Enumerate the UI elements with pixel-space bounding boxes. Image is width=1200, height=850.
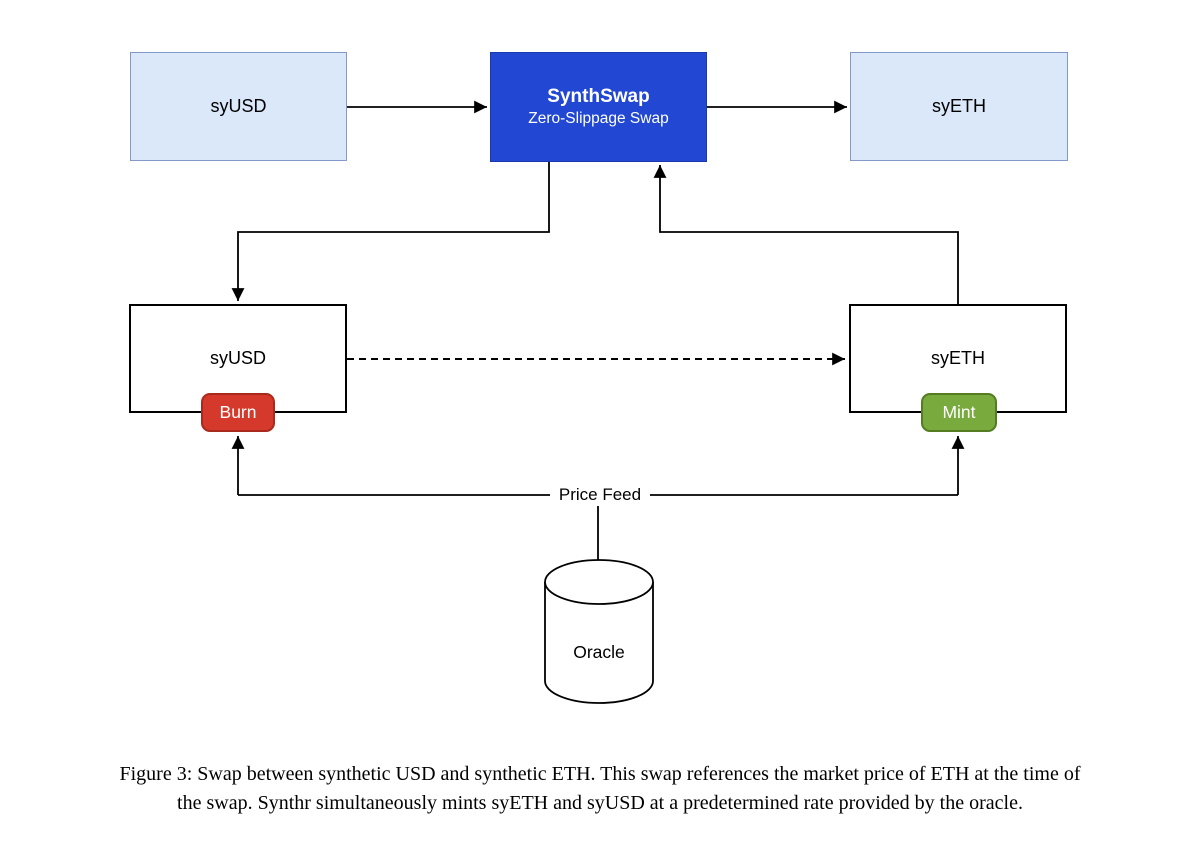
synthswap-box: SynthSwap Zero-Slippage Swap xyxy=(490,52,707,162)
top-syusd-box: syUSD xyxy=(130,52,347,161)
mid-syusd-label: syUSD xyxy=(209,348,266,368)
mint-badge-label: Mint xyxy=(942,402,976,422)
mint-badge: Mint xyxy=(921,393,997,432)
arrow-synthswap-to-mid-syusd xyxy=(231,162,550,301)
oracle-cylinder xyxy=(544,559,654,704)
figure-caption-line-2: the swap. Synthr simultaneously mints sy… xyxy=(177,792,1023,814)
figure-caption: Figure 3: Swap between synthetic USD and… xyxy=(0,760,1200,818)
synthswap-subtitle: Zero-Slippage Swap xyxy=(528,110,669,128)
mid-syeth-label: syETH xyxy=(931,348,985,368)
top-syeth-box: syETH xyxy=(850,52,1068,161)
burn-badge: Burn xyxy=(201,393,275,432)
top-syusd-label: syUSD xyxy=(210,96,267,116)
arrow-mid-syeth-to-synthswap xyxy=(653,165,959,304)
synthswap-title: SynthSwap xyxy=(547,85,650,107)
oracle-label: Oracle xyxy=(573,642,625,662)
burn-badge-label: Burn xyxy=(219,402,257,422)
price-feed-label: Price Feed xyxy=(550,483,650,506)
top-syeth-label: syETH xyxy=(932,96,986,116)
figure-caption-line-1: Figure 3: Swap between synthetic USD and… xyxy=(119,763,1081,785)
